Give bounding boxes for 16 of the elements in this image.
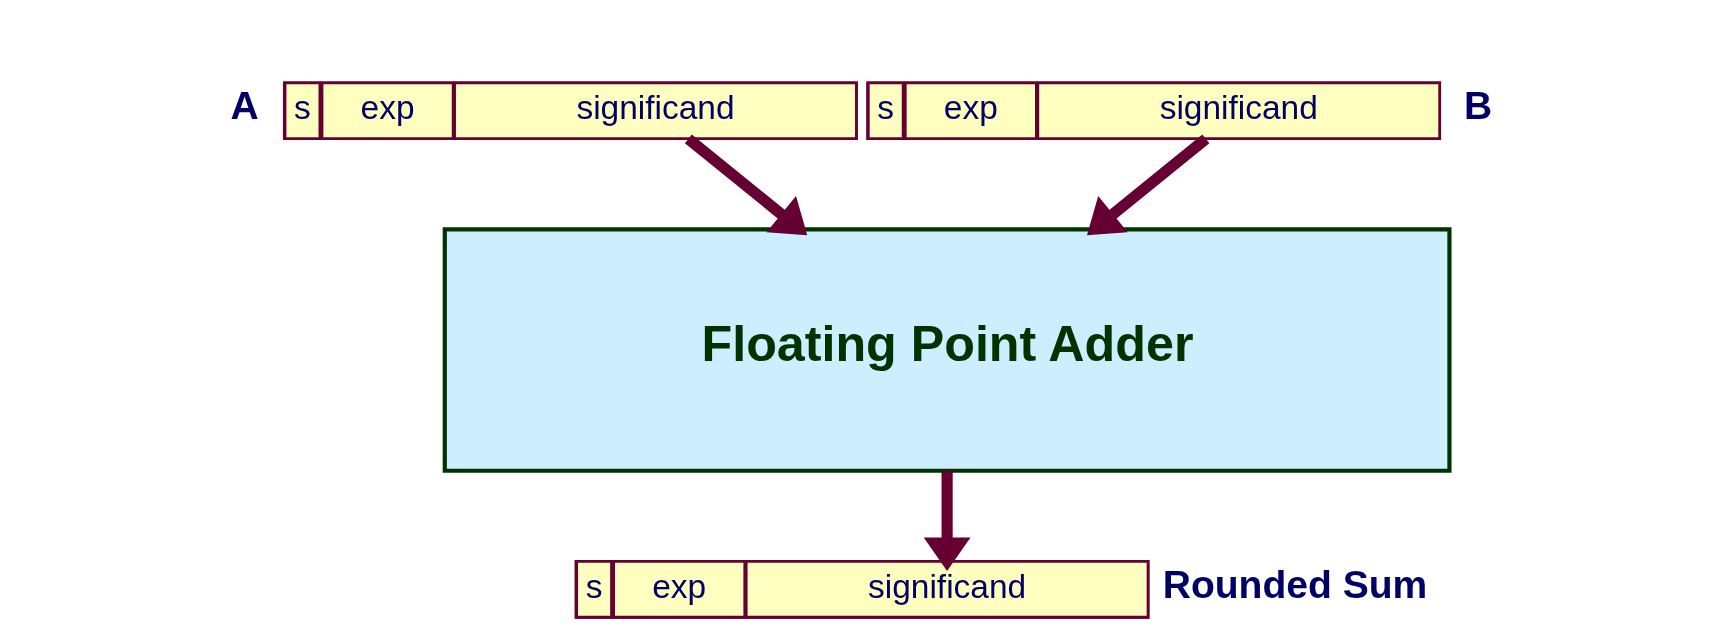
node-box: significand: [744, 560, 1149, 619]
node-label: B: [1463, 83, 1492, 127]
node-box: Floating Point Adder: [442, 227, 1452, 473]
node-box: s: [574, 560, 613, 619]
node-box: significand: [452, 81, 858, 141]
arrow: [1086, 134, 1209, 236]
node-box: exp: [611, 560, 746, 619]
node-box: exp: [320, 81, 455, 141]
arrow: [923, 471, 971, 571]
arrow: [684, 134, 807, 236]
node-box: exp: [903, 81, 1038, 141]
node-box: s: [866, 81, 905, 141]
node-box: s: [283, 81, 321, 141]
node-label: Rounded Sum: [1162, 562, 1427, 606]
node-box: significand: [1035, 81, 1441, 141]
node-label: A: [230, 83, 259, 127]
